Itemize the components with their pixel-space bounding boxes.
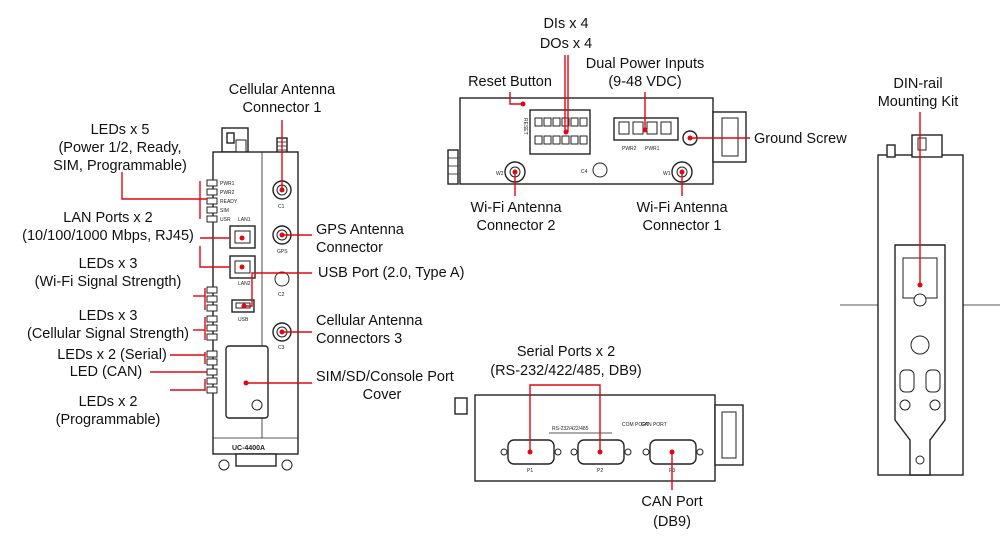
reset-text: RESET — [522, 118, 528, 135]
label-din-rail-l2: Mounting Kit — [878, 94, 959, 110]
label-leds-cell-l1: LEDs x 3 — [79, 308, 138, 324]
label-wifi-1-l2: Connector 1 — [643, 218, 722, 234]
label-usb-port: USB Port (2.0, Type A) — [318, 265, 464, 281]
label-reset-button: Reset Button — [468, 74, 552, 90]
led-label-sim: SIM — [220, 208, 229, 214]
label-dio-l2: DOs x 4 — [540, 36, 592, 52]
label-leds-prog-l2: (Programmable) — [56, 412, 161, 428]
label-leds-serial: LEDs x 2 (Serial) — [57, 347, 167, 363]
led-label-pwr2: PWR2 — [220, 190, 235, 196]
label-gps-l2: Connector — [316, 240, 383, 256]
label-ground-screw: Ground Screw — [754, 131, 847, 147]
label-sim-cover-l2: Cover — [363, 387, 402, 403]
label-dio-l1: DIs x 4 — [543, 16, 588, 32]
c2-text: C2 — [278, 292, 285, 298]
callout-labels: Cellular Antenna Connector 1 LEDs x 5 (P… — [22, 16, 958, 530]
c1-text: C1 — [278, 204, 285, 210]
model-name: UC-4400A — [232, 445, 265, 452]
label-leds-wifi-l1: LEDs x 3 — [79, 256, 138, 272]
dio-terminal — [529, 109, 591, 155]
usb-text: USB — [238, 317, 249, 323]
led-label-usr: USR — [220, 217, 231, 223]
rs-label-text: RS-232/422/485 — [552, 426, 589, 432]
label-dual-power-l2: (9-48 VDC) — [608, 74, 681, 90]
label-cellular-3-l1: Cellular Antenna — [316, 313, 423, 329]
label-leds-wifi-l2: (Wi-Fi Signal Strength) — [35, 274, 182, 290]
label-din-rail-l1: DIN-rail — [893, 76, 942, 92]
label-leds-x5-l1: LEDs x 5 — [91, 122, 150, 138]
label-lan-ports-l2: (10/100/1000 Mbps, RJ45) — [22, 228, 194, 244]
c2-connector — [274, 271, 290, 287]
front-view-device: PWR1 PWR2 READY SIM USR LAN1 LAN2 USB — [206, 127, 299, 471]
c4-text: C4 — [581, 169, 588, 175]
led-label-ready: READY — [220, 199, 238, 205]
label-wifi-2-l1: Wi-Fi Antenna — [470, 200, 562, 216]
label-serial-l2: (RS-232/422/485, DB9) — [490, 363, 642, 379]
lan2-text: LAN2 — [238, 281, 251, 287]
led-label-pwr1: PWR1 — [220, 181, 235, 187]
w1-text: W1 — [663, 171, 671, 177]
label-gps-l1: GPS Antenna — [316, 222, 405, 238]
label-cellular-3-l2: Connectors 3 — [316, 331, 402, 347]
c3-text: C3 — [278, 345, 285, 351]
bottom-view-device: RS-232/422/485 COM PORT CAN PORT P1 P2 P… — [454, 394, 744, 482]
label-leds-prog-l1: LEDs x 2 — [79, 394, 138, 410]
label-leds-x5-l2: (Power 1/2, Ready, — [58, 140, 181, 156]
p1-text: P1 — [527, 468, 533, 474]
label-serial-l1: Serial Ports x 2 — [517, 344, 615, 360]
pwr2-text: PWR2 — [622, 146, 637, 152]
din-rail-kit — [894, 244, 946, 476]
label-leds-cell-l2: (Cellular Signal Strength) — [27, 326, 189, 342]
label-can-port-l1: CAN Port — [641, 494, 702, 510]
label-leds-x5-l3: SIM, Programmable) — [53, 158, 187, 174]
label-cellular-antenna-1-l1: Cellular Antenna — [229, 82, 336, 98]
w2-text: W2 — [496, 171, 504, 177]
lan1-text: LAN1 — [238, 217, 251, 223]
top-view-device: RESET PWR2 PWR1 W2 C4 W1 — [447, 97, 747, 185]
label-wifi-1-l1: Wi-Fi Antenna — [636, 200, 728, 216]
leader-lines — [121, 55, 923, 490]
can-port-text: CAN PORT — [641, 422, 667, 428]
pwr1-text: PWR1 — [645, 146, 660, 152]
label-lan-ports-l1: LAN Ports x 2 — [63, 210, 152, 226]
label-dual-power-l1: Dual Power Inputs — [586, 56, 704, 72]
gps-text: GPS — [277, 249, 288, 255]
label-cellular-antenna-1-l2: Connector 1 — [243, 100, 322, 116]
label-led-can: LED (CAN) — [70, 364, 143, 380]
label-wifi-2-l2: Connector 2 — [477, 218, 556, 234]
side-view-device — [840, 134, 1000, 476]
com-port-text: COM PORT — [622, 422, 649, 428]
label-sim-cover-l1: SIM/SD/Console Port — [316, 369, 454, 385]
label-can-port-l2: (DB9) — [653, 514, 691, 530]
p2-text: P2 — [597, 468, 603, 474]
front-led-block: PWR1 PWR2 READY SIM USR — [206, 179, 238, 223]
